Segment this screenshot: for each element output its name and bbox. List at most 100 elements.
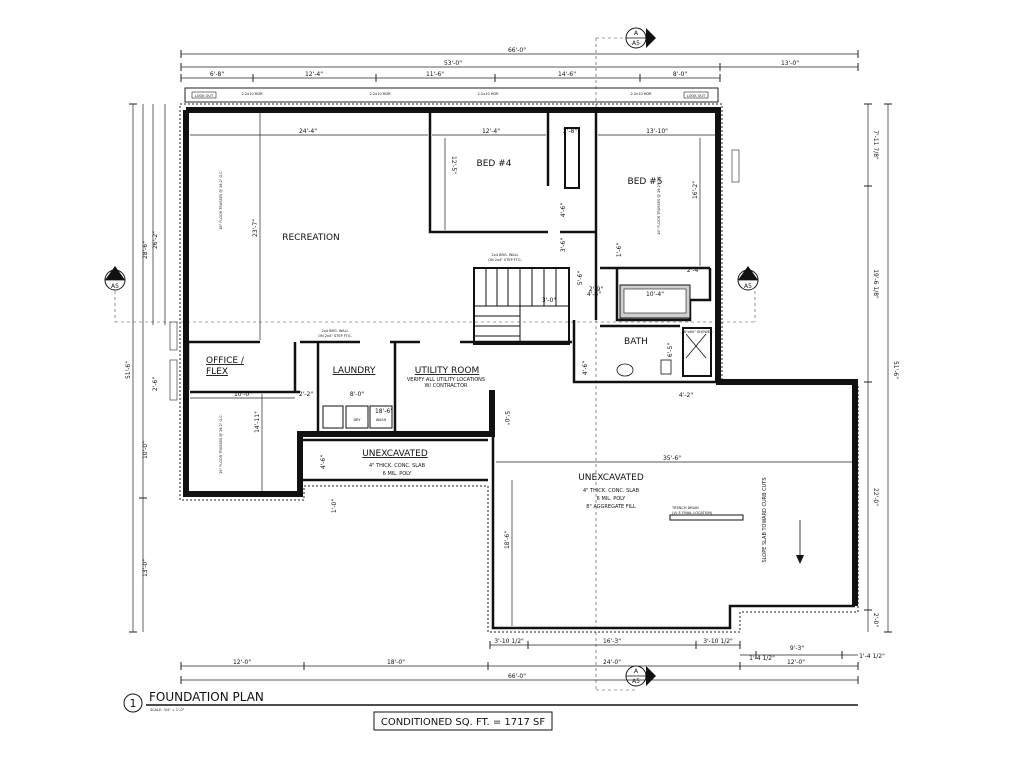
dim-left-l5: 10'-0" (142, 441, 149, 459)
brg-wall-note-2: ON 2x4" STEP FTG. (488, 258, 521, 262)
dim-garage-height: 18'-6" (504, 531, 511, 549)
room-utility: UTILITY ROOM (415, 366, 479, 376)
title-block: 1 FOUNDATION PLAN SCALE: 3/4" = 1'-0" CO… (123, 690, 858, 731)
dim-left-l2: 26'-2" (152, 231, 159, 249)
dim-bottom-d2: 18'-0" (387, 659, 405, 666)
lookout-left-label: LOOK OUT (195, 94, 214, 98)
dim-d: 1'-6" (616, 243, 623, 257)
dim-top-s4: 14'-6" (558, 71, 576, 78)
dim-bed5-width: 13'-10" (646, 128, 668, 135)
section-b-left-sheet: A5 (111, 283, 119, 290)
window-header-4: 2-2x10 HDR (630, 92, 652, 96)
dim-laundry-width: 8'-0" (350, 391, 364, 398)
title-number: 1 (130, 697, 137, 710)
dim-bottom-c3: 1'-4 1/2" (859, 653, 885, 660)
room-recreation: RECREATION (282, 233, 340, 243)
section-a-top-sheet: A5 (632, 40, 640, 47)
room-laundry: LAUNDRY (333, 366, 376, 376)
room-office-2: FLEX (206, 367, 228, 377)
slab-right-3: 8" AGGREGATE FILL (586, 504, 636, 510)
brg-wall-note-1: 2x4 BRG. WALL (492, 253, 519, 257)
dim-right-r3: 51'-6" (892, 361, 899, 379)
window-strip: LOOK OUT LOOK OUT 2-2x10 HDR 2-2x10 HDR … (184, 87, 719, 103)
dim-right-r1: 7'-11 7/8" (872, 130, 879, 160)
dim-bottom-overall: 66'-0" (508, 673, 526, 680)
dim-rec-width: 24'-4" (299, 128, 317, 135)
dim-stair-a: 3'-6" (560, 238, 567, 252)
dim-rec-height: 23'-7" (252, 219, 259, 237)
left-dimensions: 28'-6" 26'-2" 51'-6" 2'-6" 10'-0" 13'-0" (125, 103, 178, 633)
dim-door-186: 18'-6" (375, 408, 393, 415)
bottom-dimensions: 3'-10 1/2" 16'-3" 3'-10 1/2" 1'-4 1/2" 9… (180, 638, 885, 684)
title-scale: SCALE: 3/4" = 1'-0" (150, 708, 185, 712)
slope-note: SLOPE SLAB TOWARD CURB CUTS (762, 477, 768, 562)
room-unexcavated-right: UNEXCAVATED (578, 473, 644, 483)
trench-drain-label: TRENCH DRAIN (671, 506, 699, 510)
trench-drain-label-2: (V.I.F. FINAL LOCATION) (672, 511, 713, 515)
dim-door-22: 2'-2" (299, 391, 313, 398)
dim-top-s1: 6'-8" (210, 71, 224, 78)
dim-bath-height: 6'-5" (667, 343, 674, 357)
dim-f: 4'-2" (679, 392, 693, 399)
room-bath: BATH (624, 337, 648, 347)
dim-bed4-height: 12'-5" (450, 156, 457, 174)
section-b-right-letter: B (746, 273, 750, 280)
dim-stair-b: 5'-6" (577, 271, 584, 285)
dim-one-foot: 1'-0" (331, 499, 338, 513)
dim-top-overall: 66'-0" (508, 47, 526, 54)
utility-verify-note: VERIFY ALL UTILITY LOCATIONS (407, 377, 485, 383)
dim-bed5-height: 16'-2" (692, 181, 699, 199)
dim-right-r2: 19'-6 1/8" (872, 269, 879, 299)
slab-right-2: 6 MIL. POLY (597, 496, 627, 502)
top-dimensions: 66'-0" 53'-0" 13'-0" 6'-8" 12'-4" 11'-6"… (180, 47, 859, 82)
slope-arrow: SLOPE SLAB TOWARD CURB CUTS (762, 477, 804, 564)
trench-drain: TRENCH DRAIN (V.I.F. FINAL LOCATION) (669, 506, 744, 521)
dim-bottom-b1: 3'-10 1/2" (494, 638, 524, 645)
brg-wall-note-3: 2x4 BRG. WALL (322, 329, 349, 333)
laundry-fixtures: DRY WASH (322, 405, 393, 429)
section-a-bottom-letter: A (634, 668, 639, 675)
utility-verify-note-2: W/ CONTRACTOR (425, 383, 469, 389)
washer-label: WASH (376, 418, 387, 422)
brg-wall-note-4: ON 2x4" STEP FTG. (318, 334, 351, 338)
dim-left-l1: 28'-6" (142, 241, 149, 259)
dim-top-s5: 8'-0" (673, 71, 687, 78)
dim-bottom-d3: 24'-0" (603, 659, 621, 666)
dim-office-height: 14'-11" (254, 411, 261, 433)
shower-label: 36"x60" SHOWER (681, 330, 713, 334)
dim-a: 3'-0" (542, 297, 556, 304)
stairs (473, 267, 570, 345)
window-header-2: 2-2x10 HDR (369, 92, 391, 96)
dim-garage-width: 35'-6" (663, 455, 681, 462)
dim-bottom-d4: 12'-0" (787, 659, 805, 666)
dim-left-l6: 13'-0" (142, 559, 149, 577)
section-b-right-sheet: A5 (744, 283, 752, 290)
joist-note-right: 16" FLOOR TRUSSES @ 19.2" O.C. (657, 175, 661, 235)
dim-e: 2'-4" (687, 267, 701, 274)
room-unexcavated-left: UNEXCAVATED (362, 449, 428, 459)
dryer-label: DRY (353, 418, 361, 422)
dim-left-l3: 51'-6" (125, 361, 132, 379)
interior-dimensions: 24'-4" 23'-7" 12'-4" 12'-5" 2'-8" 13'-10… (190, 112, 852, 626)
slab-right-1: 4" THICK. CONC. SLAB (583, 488, 640, 494)
dim-c: 4'-6" (560, 203, 567, 217)
right-dimensions: 7'-11 7/8" 19'-6 1/8" 51'-6" 22'-0" 2'-0… (731, 103, 899, 633)
section-a-top-letter: A (634, 30, 639, 37)
dim-bed4-closet: 2'-8" (563, 128, 577, 135)
dim-bottom-c2: 9'-3" (790, 645, 804, 652)
dim-unexc-height: 4'-6" (320, 455, 327, 469)
title-name: FOUNDATION PLAN (149, 690, 264, 704)
slab-left-1: 4" THICK. CONC. SLAB (369, 463, 426, 469)
dim-right-r4: 22'-0" (872, 488, 879, 506)
joist-note-office: 16" FLOOR TRUSSES @ 19.2" O.C. (219, 414, 223, 474)
joist-note-left: 16" FLOOR TRUSSES @ 19.2" O.C. (219, 170, 223, 230)
dim-bed4-width: 12'-4" (482, 128, 500, 135)
window-header-1: 2-2x10 HDR (241, 92, 263, 96)
dim-bottom-b2: 16'-3" (603, 638, 621, 645)
dim-bath-width: 4'-4" (587, 291, 601, 298)
dim-util-height: 5'-0" (503, 411, 510, 425)
section-b: B A5 B A5 (104, 266, 759, 323)
dim-top-s2: 12'-4" (305, 71, 323, 78)
dim-bottom-d1: 12'-0" (233, 659, 251, 666)
